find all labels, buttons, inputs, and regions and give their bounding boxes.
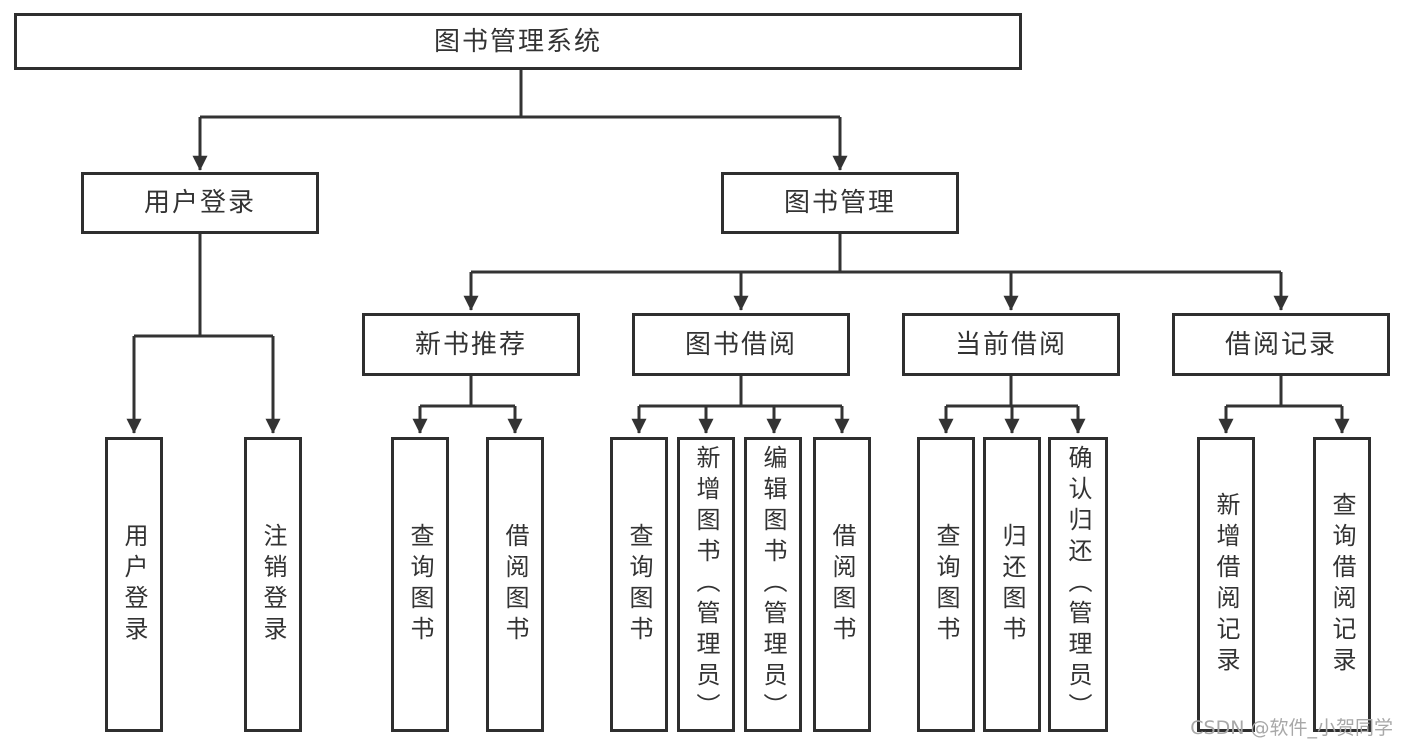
node-label: 图书管理系统 xyxy=(433,26,602,57)
node-current-borrowing: 当前借阅 xyxy=(902,313,1120,376)
leaf-add-books-admin: 新增图书（管理员） xyxy=(677,437,735,732)
leaf-confirm-return-admin: 确认归还（管理员） xyxy=(1048,437,1108,732)
node-book-borrowing: 图书借阅 xyxy=(632,313,850,376)
leaf-query-books-current: 查询图书 xyxy=(917,437,975,732)
leaf-user-login: 用户登录 xyxy=(105,437,163,732)
node-new-book-recommend: 新书推荐 xyxy=(362,313,580,376)
leaf-query-books-recommend: 查询图书 xyxy=(391,437,449,732)
node-label: 归还图书 xyxy=(998,522,1026,647)
node-library-management-system: 图书管理系统 xyxy=(14,13,1022,70)
leaf-return-books: 归还图书 xyxy=(983,437,1041,732)
leaf-add-borrow-record: 新增借阅记录 xyxy=(1197,437,1255,732)
node-label: 查询图书 xyxy=(625,522,653,647)
node-label: 借阅图书 xyxy=(828,522,856,647)
node-label: 查询图书 xyxy=(932,522,960,647)
node-label: 新增借阅记录 xyxy=(1212,491,1240,678)
node-book-management: 图书管理 xyxy=(721,172,959,234)
node-user-login: 用户登录 xyxy=(81,172,319,234)
node-label: 当前借阅 xyxy=(954,329,1067,360)
node-label: 用户登录 xyxy=(143,188,256,218)
node-label: 新书推荐 xyxy=(414,329,527,360)
node-label: 编辑图书（管理员） xyxy=(759,445,787,724)
node-label: 图书管理 xyxy=(783,188,896,218)
node-label: 查询图书 xyxy=(406,522,434,647)
node-label: 确认归还（管理员） xyxy=(1064,445,1092,724)
leaf-borrow-books-borrowing: 借阅图书 xyxy=(813,437,871,732)
node-label: 借阅图书 xyxy=(501,522,529,647)
node-label: 查询借阅记录 xyxy=(1328,491,1356,678)
node-borrow-records: 借阅记录 xyxy=(1172,313,1390,376)
node-label: 用户登录 xyxy=(120,522,148,647)
leaf-query-books-borrowing: 查询图书 xyxy=(610,437,668,732)
node-label: 图书借阅 xyxy=(684,329,797,360)
watermark: CSDN @软件_小贺同学 xyxy=(1190,717,1393,739)
leaf-logout: 注销登录 xyxy=(244,437,302,732)
leaf-edit-books-admin: 编辑图书（管理员） xyxy=(744,437,802,732)
node-label: 新增图书（管理员） xyxy=(692,445,720,724)
leaf-query-borrow-record: 查询借阅记录 xyxy=(1313,437,1371,732)
leaf-borrow-books-recommend: 借阅图书 xyxy=(486,437,544,732)
node-label: 借阅记录 xyxy=(1224,329,1337,360)
node-label: 注销登录 xyxy=(259,522,287,647)
